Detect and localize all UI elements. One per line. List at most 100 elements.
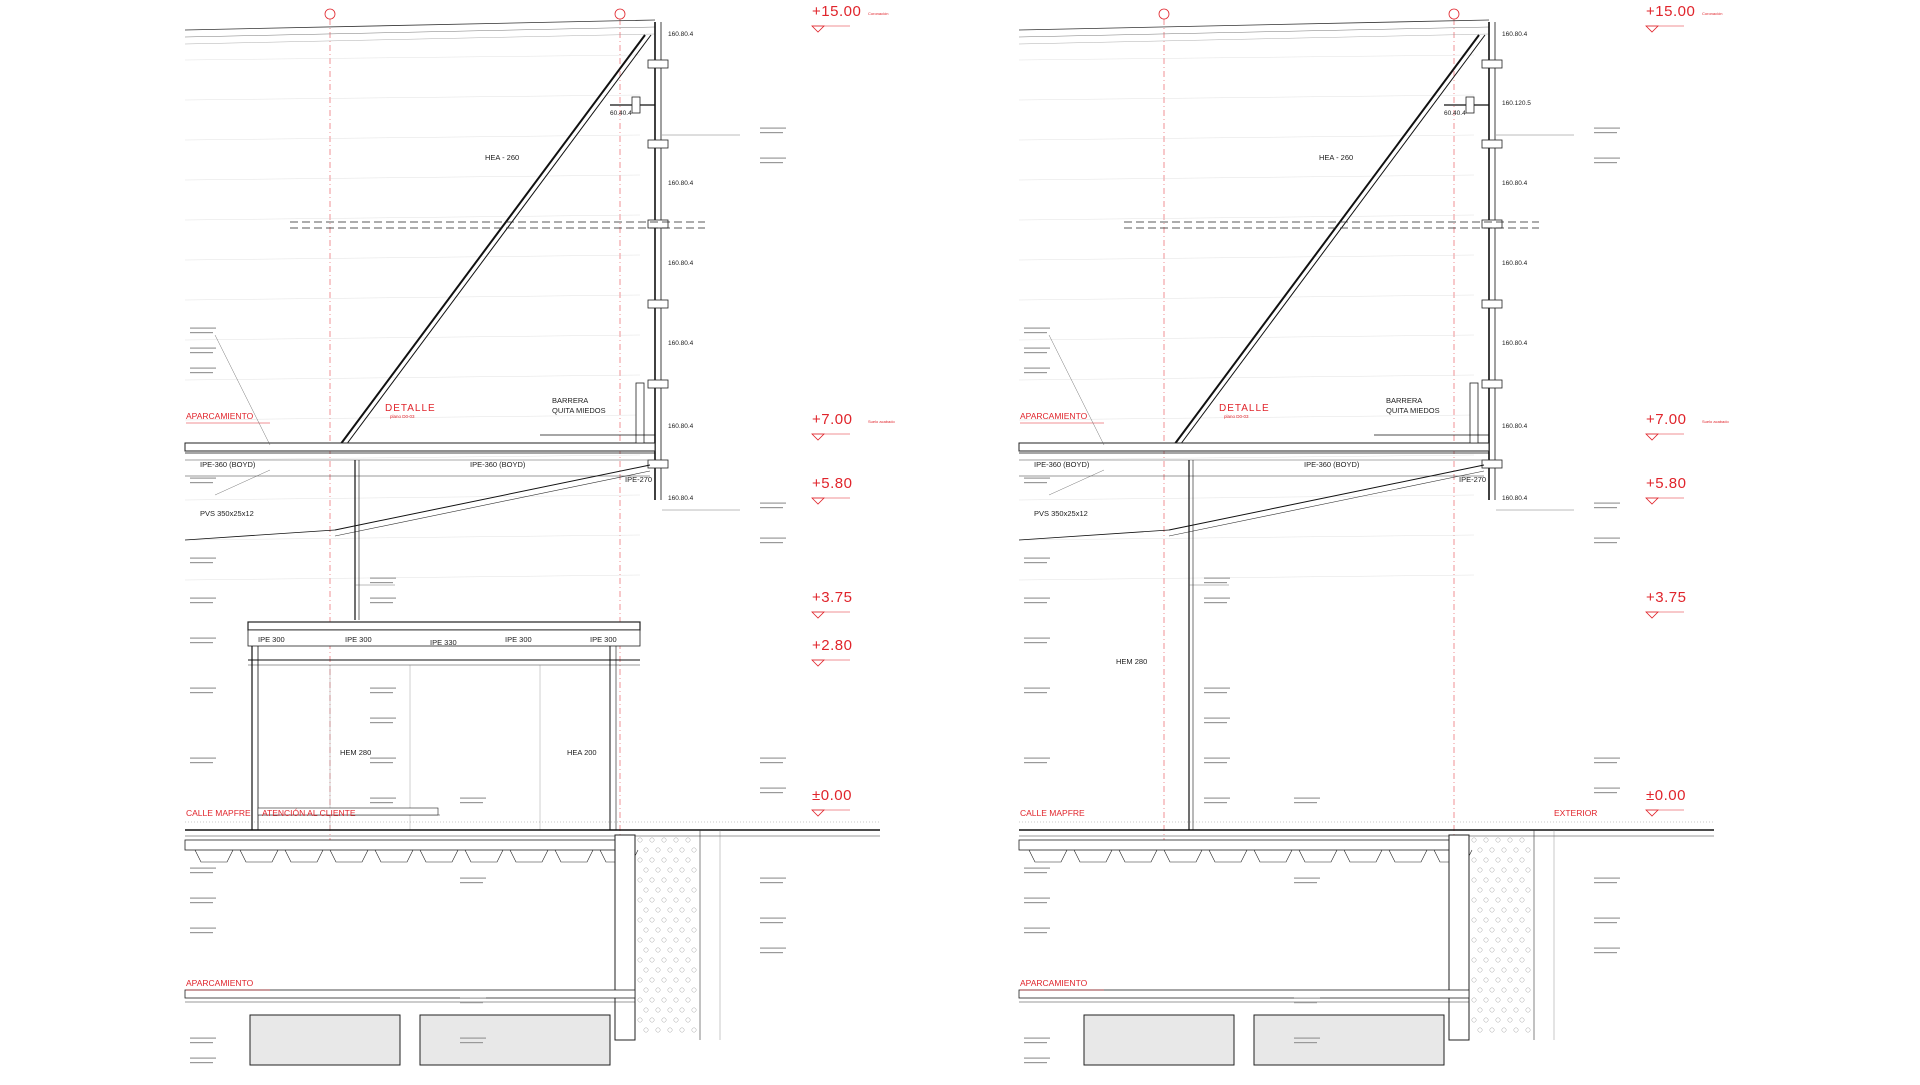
gravel bbox=[661, 937, 667, 943]
label-hea260: HEA - 260 bbox=[1319, 153, 1353, 162]
waffle-cell bbox=[419, 849, 459, 863]
gravel bbox=[1495, 837, 1501, 843]
roof-line bbox=[1018, 19, 1490, 31]
level-triangle bbox=[1645, 809, 1659, 817]
gravel bbox=[1471, 857, 1477, 863]
note-text-line bbox=[1024, 637, 1050, 639]
note-text-line bbox=[370, 722, 393, 724]
note-text-line bbox=[190, 367, 216, 369]
note-text-line bbox=[190, 482, 213, 484]
gravel bbox=[637, 837, 643, 843]
facade-grid-line bbox=[1018, 534, 1475, 541]
gravel bbox=[1519, 937, 1525, 943]
note-text-line bbox=[1204, 797, 1230, 799]
gravel bbox=[1477, 947, 1483, 953]
gravel bbox=[637, 937, 643, 943]
note-text-line bbox=[190, 762, 213, 764]
note-text-line bbox=[1594, 952, 1617, 954]
note-text-line bbox=[1024, 367, 1050, 369]
note-text-line bbox=[370, 692, 393, 694]
gravel bbox=[691, 867, 697, 873]
label-barrera: BARRERA bbox=[552, 396, 588, 405]
label-ipe270: IPE-270 bbox=[625, 475, 652, 484]
gravel bbox=[1513, 887, 1519, 893]
facade-grid-line bbox=[184, 454, 641, 461]
note-text-line bbox=[370, 687, 396, 689]
dimension-label: 160.80.4 bbox=[1502, 31, 1528, 38]
gravel bbox=[1477, 967, 1483, 973]
note-text-line bbox=[760, 537, 786, 539]
sloped-ceiling bbox=[1168, 470, 1485, 537]
gravel bbox=[1495, 977, 1501, 983]
note-text-line bbox=[1594, 792, 1617, 794]
retaining-wall bbox=[614, 834, 636, 1041]
axis-marker bbox=[614, 8, 626, 20]
gravel bbox=[655, 847, 661, 853]
zone-label-street: CALLE MAPFRE bbox=[186, 808, 251, 818]
gravel bbox=[661, 1017, 667, 1023]
label-ipe300: IPE 300 bbox=[505, 635, 532, 644]
gravel bbox=[691, 1027, 697, 1033]
waffle-cell bbox=[329, 849, 369, 863]
sloped-ceiling bbox=[334, 470, 651, 537]
gravel bbox=[643, 847, 649, 853]
gravel bbox=[1471, 997, 1477, 1003]
note-text-line bbox=[1024, 347, 1050, 349]
note-text-line bbox=[1594, 922, 1617, 924]
gravel bbox=[1519, 957, 1525, 963]
note-text-line bbox=[460, 877, 486, 879]
note-text-line bbox=[760, 502, 786, 504]
gravel bbox=[1483, 837, 1489, 843]
gravel bbox=[1495, 857, 1501, 863]
gravel bbox=[1477, 887, 1483, 893]
gravel bbox=[655, 987, 661, 993]
gravel bbox=[673, 857, 679, 863]
note-text-line bbox=[190, 637, 216, 639]
facade-grid-line bbox=[1018, 334, 1475, 341]
level-label: ±0.00 bbox=[1646, 787, 1686, 804]
label-pvs: PVS 350x25x12 bbox=[1034, 509, 1088, 518]
gravel bbox=[1489, 1027, 1495, 1033]
level-triangle bbox=[811, 659, 825, 667]
note-text-line bbox=[1204, 582, 1227, 584]
gravel bbox=[679, 1027, 685, 1033]
gravel bbox=[679, 987, 685, 993]
gravel bbox=[661, 857, 667, 863]
note-text-line bbox=[370, 717, 396, 719]
gravel bbox=[1525, 887, 1531, 893]
gravel bbox=[661, 997, 667, 1003]
note-text-line bbox=[370, 582, 393, 584]
note-text-line bbox=[760, 947, 786, 949]
gravel bbox=[667, 947, 673, 953]
note-text-line bbox=[370, 762, 393, 764]
gravel bbox=[637, 957, 643, 963]
level-triangle bbox=[811, 25, 825, 33]
gravel bbox=[661, 977, 667, 983]
gravel bbox=[655, 927, 661, 933]
gravel bbox=[1513, 967, 1519, 973]
gravel bbox=[691, 847, 697, 853]
note-text-line bbox=[760, 157, 786, 159]
note-text-line bbox=[460, 1037, 486, 1039]
note-text-line bbox=[1204, 802, 1227, 804]
note-text-line bbox=[190, 897, 216, 899]
gravel bbox=[1495, 917, 1501, 923]
note-text-line bbox=[1024, 562, 1047, 564]
note-text-line bbox=[370, 577, 396, 579]
gravel bbox=[1507, 837, 1513, 843]
gravel bbox=[685, 997, 691, 1003]
foundation-block bbox=[419, 1014, 611, 1066]
facade-bracket bbox=[647, 459, 669, 469]
note-text-line bbox=[1594, 537, 1620, 539]
gravel bbox=[1501, 867, 1507, 873]
note-text-line bbox=[190, 692, 213, 694]
note-text-line bbox=[460, 1042, 483, 1044]
gravel bbox=[691, 927, 697, 933]
dimension-label: 160.80.4 bbox=[668, 180, 694, 187]
gravel bbox=[637, 1017, 643, 1023]
note-text-line bbox=[1294, 1002, 1317, 1004]
gravel bbox=[691, 887, 697, 893]
note-text-line bbox=[1594, 162, 1617, 164]
